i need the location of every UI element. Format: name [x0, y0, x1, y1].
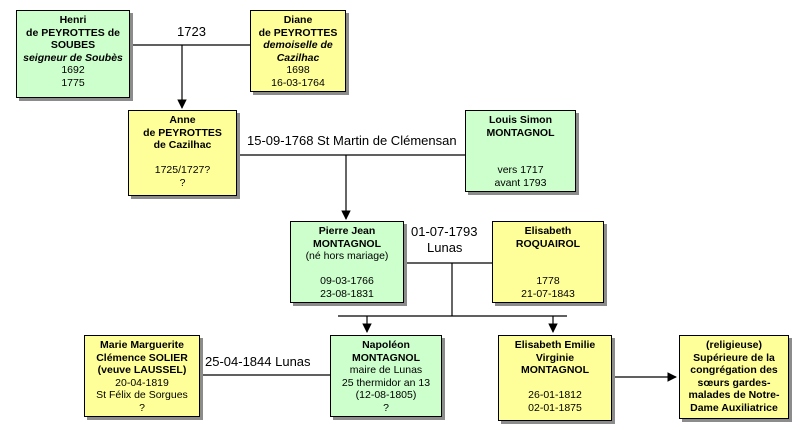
birth-year: 1692	[61, 64, 85, 76]
note-line: Supérieure de la	[693, 351, 775, 364]
death-date: ?	[139, 401, 145, 414]
birth-year: 1778	[536, 275, 560, 287]
first-name: Elisabeth	[524, 225, 572, 237]
death-date: ?	[383, 401, 389, 414]
family-name: MONTAGNOL	[312, 237, 382, 250]
first-name: Anne	[169, 114, 196, 126]
death-date: ?	[179, 176, 186, 189]
family-name: MONTAGNOL	[351, 351, 421, 364]
birth-date: 25 thermidor an 13	[341, 376, 431, 389]
title: maire de Lunas	[349, 364, 423, 376]
note: (veuve LAUSSEL)	[97, 364, 187, 376]
death-date: 23-08-1831	[320, 287, 374, 300]
note-line: congrégation des	[690, 364, 778, 376]
family-name: MONTAGNOL	[486, 126, 555, 139]
person-card-marie[interactable]: Marie Marguerite Clémence SOLIER (veuve …	[84, 335, 200, 417]
family-name: Clémence SOLIER	[96, 351, 188, 364]
birth-date-gregorian: (12-08-1805)	[355, 389, 417, 401]
person-card-henri[interactable]: Henri de PEYROTTES de SOUBES seigneur de…	[16, 10, 130, 98]
note-line: (religieuse)	[705, 339, 763, 351]
person-card-louis[interactable]: Louis Simon MONTAGNOL vers 1717 avant 17…	[465, 110, 576, 192]
family-name: de PEYROTTES	[143, 126, 222, 139]
birth-place: St Félix de Sorgues	[96, 389, 188, 401]
birth-date: 09-03-1766	[320, 275, 374, 287]
note-card-religieuse[interactable]: (religieuse) Supérieure de la congrégati…	[679, 335, 789, 419]
death-year: 1775	[61, 76, 85, 89]
death-date: 16-03-1764	[271, 76, 325, 89]
note-line: sœurs gardes-	[697, 376, 771, 389]
note-line: malades de Notre-	[688, 389, 780, 401]
family-name-suffix: de Cazilhac	[153, 139, 212, 151]
middle-name: Virginie	[535, 351, 575, 364]
family-name: ROQUAIROL	[515, 237, 581, 250]
title: seigneur de Soubès	[23, 51, 123, 64]
death-date: avant 1793	[494, 176, 547, 189]
person-card-anne[interactable]: Anne de PEYROTTES de Cazilhac 1725/1727?…	[128, 110, 237, 196]
family-name: MONTAGNOL	[520, 364, 590, 376]
birth-date: vers 1717	[497, 164, 544, 176]
first-name: Elisabeth Emilie	[514, 339, 596, 351]
marriage-info-anne-louis: 15-09-1768 St Martin de Clémensan	[247, 133, 457, 148]
birth-date: 26-01-1812	[528, 389, 582, 401]
birth-year: 1698	[286, 64, 310, 76]
first-name: Diane	[283, 14, 313, 26]
first-name: Henri	[59, 14, 87, 26]
marriage-date-pierre-elisabeth: 01-07-1793	[411, 224, 478, 239]
person-card-napoleon[interactable]: Napoléon MONTAGNOL maire de Lunas 25 the…	[330, 335, 442, 417]
marriage-info-marie-napoleon: 25-04-1844 Lunas	[205, 354, 311, 369]
marriage-place-pierre-elisabeth: Lunas	[427, 240, 463, 255]
note-line: Dame Auxiliatrice	[690, 401, 778, 414]
birth-date: 1725/1727?	[154, 164, 211, 176]
person-card-elisabeth-emilie[interactable]: Elisabeth Emilie Virginie MONTAGNOL 26-0…	[498, 335, 612, 421]
person-card-diane[interactable]: Diane de PEYROTTES demoiselle de Cazilha…	[250, 10, 346, 92]
person-card-pierre[interactable]: Pierre Jean MONTAGNOL (né hors mariage) …	[290, 221, 404, 303]
family-name: de PEYROTTES de SOUBES	[26, 26, 120, 52]
first-name: Louis Simon	[489, 114, 552, 126]
family-name: de PEYROTTES	[258, 26, 338, 39]
death-date: 21-07-1843	[521, 287, 575, 300]
death-date: 02-01-1875	[528, 401, 582, 414]
first-name: Napoléon	[362, 339, 410, 351]
birth-date: 20-04-1819	[115, 376, 169, 389]
title: demoiselle de Cazilhac	[263, 39, 333, 64]
first-name: Marie Marguerite	[99, 339, 185, 351]
first-name: Pierre Jean	[318, 225, 376, 237]
marriage-date-henri-diane: 1723	[177, 24, 206, 39]
person-card-elisabeth-roquairol[interactable]: Elisabeth ROQUAIROL 1778 21-07-1843	[492, 221, 604, 303]
note: (né hors mariage)	[305, 250, 389, 262]
